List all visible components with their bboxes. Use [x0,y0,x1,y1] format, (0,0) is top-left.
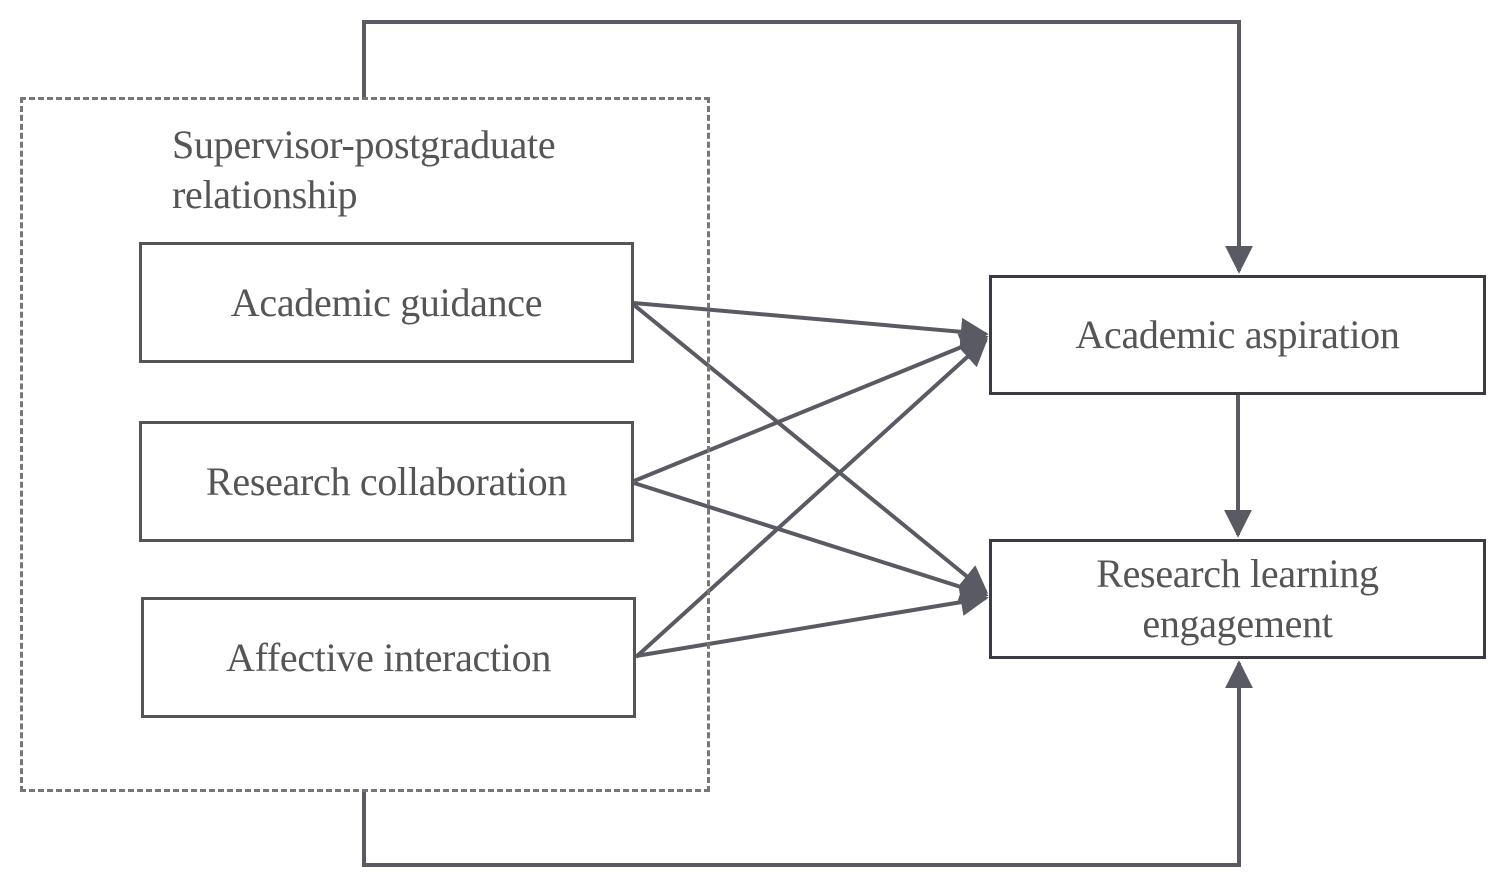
arrow-affective-to-aspiration [634,338,989,659]
academic-guidance-box: Academic guidance [139,242,634,363]
arrow-group-to-engagement [362,660,1253,867]
research-collaboration-box: Research collaboration [139,421,634,542]
arrow-group-to-aspiration [362,20,1253,274]
academic-aspiration-box: Academic aspiration [989,275,1486,395]
arrow-affective-to-engagement [635,588,989,658]
affective-interaction-label: Affective interaction [225,634,552,680]
arrow-collaboration-to-aspiration [633,333,989,483]
research-learning-engagement-box: Research learning engagement [989,539,1486,659]
academic-guidance-label: Academic guidance [230,279,543,325]
supervisor-relationship-frame [20,97,710,792]
engagement-label-line1: Research learning [1096,551,1379,596]
arrow-guidance-to-engagement [632,303,989,594]
academic-aspiration-label: Academic aspiration [1075,312,1400,357]
research-collaboration-label: Research collaboration [205,458,568,504]
arrow-guidance-to-aspiration [633,301,989,346]
affective-interaction-box: Affective interaction [141,597,636,718]
group-label-line2: relationship [172,172,358,217]
arrow-collaboration-to-engagement [633,481,989,601]
group-label-line1: Supervisor-postgraduate [172,122,556,167]
group-label: Supervisor-postgraduate relationship [172,120,556,220]
engagement-label-line2: engagement [1142,601,1333,646]
